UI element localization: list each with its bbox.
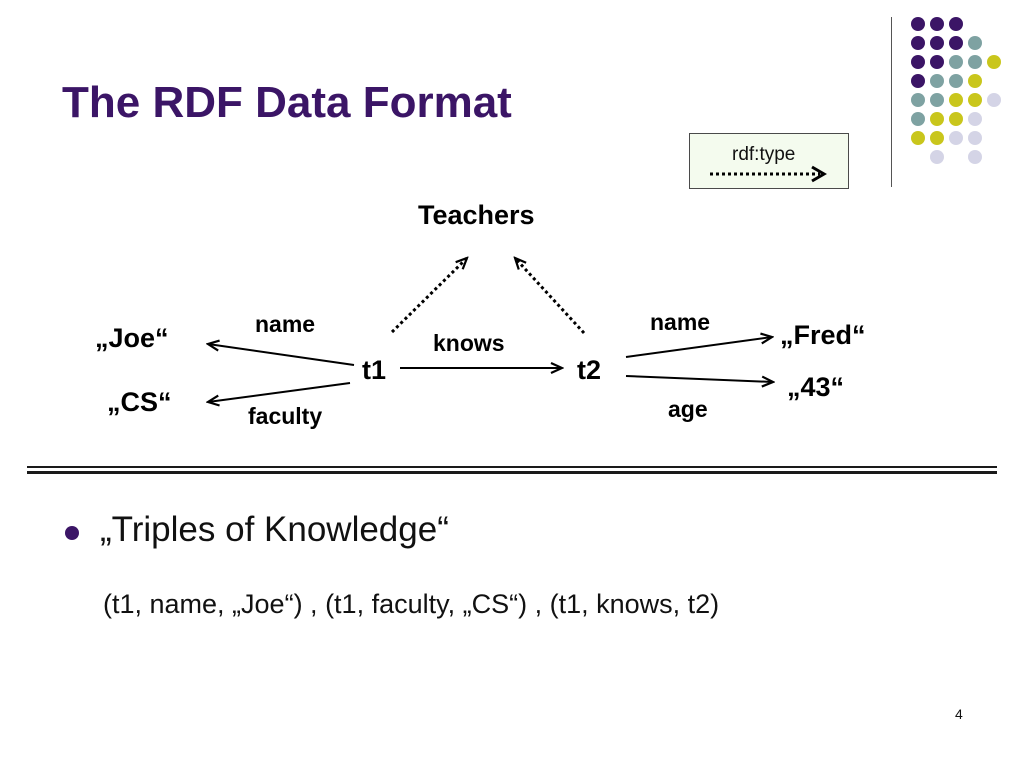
node-t1: t1 <box>362 355 387 385</box>
edge-label-t2-name: name <box>650 309 711 335</box>
node-age-value: „43“ <box>787 372 845 402</box>
rdf-graph <box>0 0 1024 470</box>
decorative-dot <box>930 17 944 31</box>
decorative-dot <box>968 131 982 145</box>
bullet-icon <box>65 526 79 540</box>
edge-t2-age <box>625 375 773 382</box>
decorative-dot <box>949 93 963 107</box>
decorative-dot <box>949 55 963 69</box>
edge-label-t1-name: name <box>255 311 316 337</box>
decorative-dot <box>911 36 925 50</box>
decorative-dot <box>930 112 944 126</box>
edge-t2-type <box>515 258 586 335</box>
decorative-dot <box>930 36 944 50</box>
decorative-dot <box>968 74 982 88</box>
edge-label-knows: knows <box>433 330 505 356</box>
decorative-dot <box>911 112 925 126</box>
decorative-dot <box>987 93 1001 107</box>
node-teachers: Teachers <box>418 200 535 230</box>
dotted-arrow-icon <box>710 165 827 183</box>
node-joe: „Joe“ <box>95 323 169 353</box>
edge-label-t2-age: age <box>668 396 708 422</box>
decorative-dot <box>949 17 963 31</box>
decorative-dot <box>911 55 925 69</box>
decorative-dot-grid <box>911 17 1001 164</box>
decorative-dot <box>968 112 982 126</box>
page-number: 4 <box>955 706 963 722</box>
decorative-dot <box>930 74 944 88</box>
decorative-dot <box>968 150 982 164</box>
decorative-dot <box>949 74 963 88</box>
edge-label-t1-faculty: faculty <box>248 403 323 429</box>
legend-box: rdf:type <box>689 133 849 189</box>
legend-label: rdf:type <box>732 144 796 165</box>
decorative-dot <box>949 36 963 50</box>
decorative-dot <box>949 131 963 145</box>
edge-t1-faculty <box>208 382 351 402</box>
node-t2: t2 <box>577 355 602 385</box>
decorative-dot <box>930 131 944 145</box>
decorative-dot <box>911 17 925 31</box>
decorative-dot <box>968 55 982 69</box>
edge-t1-name <box>208 344 355 366</box>
decorative-dot <box>911 74 925 88</box>
decorative-dot <box>968 93 982 107</box>
node-cs: „CS“ <box>107 387 172 417</box>
decorative-dot <box>987 55 1001 69</box>
decorative-dot <box>911 131 925 145</box>
section-divider-top <box>27 466 997 468</box>
decorative-dot <box>930 93 944 107</box>
decorative-dot <box>911 93 925 107</box>
section-divider-bottom <box>27 471 997 474</box>
decorative-dot <box>930 55 944 69</box>
bullet-item: „Triples of Knowledge“ <box>100 510 449 549</box>
decorative-dot <box>968 36 982 50</box>
decorative-dot <box>930 150 944 164</box>
edge-t1-type <box>390 258 467 334</box>
slide-title: The RDF Data Format <box>62 78 512 127</box>
node-fred: „Fred“ <box>780 320 866 350</box>
example-triples: (t1, name, „Joe“) , (t1, faculty, „CS“) … <box>103 589 720 619</box>
decorative-dot <box>949 112 963 126</box>
decorative-divider <box>891 17 892 187</box>
edge-t2-name <box>625 337 772 358</box>
